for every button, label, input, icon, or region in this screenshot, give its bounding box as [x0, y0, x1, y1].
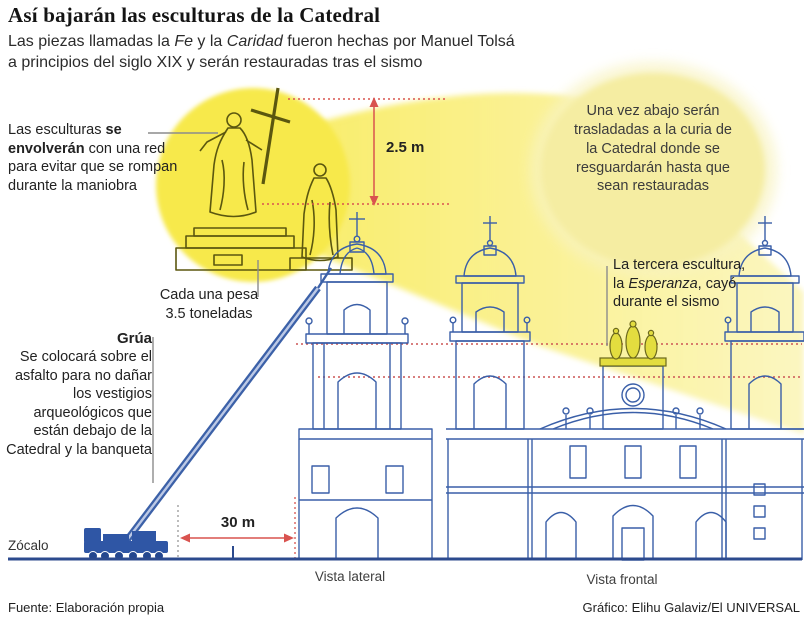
measure-distance-label: 30 m: [220, 514, 256, 531]
subtitle-fe: Fe: [174, 33, 193, 50]
measure-30m: [177, 497, 296, 559]
annotation-esperanza: La tercera escultura, la Esperanza, cayó…: [613, 256, 755, 312]
footer-credit: Gráfico: Elihu Galaviz/El UNIVERSAL: [582, 600, 800, 615]
cathedral-frontal-drawing: [446, 216, 804, 561]
subtitle-part: y la: [192, 33, 227, 50]
annotation-bold: se envolverán: [8, 122, 122, 157]
annotation-text: Las esculturas: [8, 122, 106, 138]
sculpture-level-lines: [296, 343, 802, 378]
subtitle-part: fueron hechas por Manuel Tolsá: [282, 33, 515, 50]
annotation-text: con una red para evitar que se rompan du…: [8, 140, 178, 194]
esperanza-sculptures-highlight: [599, 320, 667, 367]
esperanza-name: Esperanza: [628, 275, 698, 292]
measure-2-5m: [262, 97, 452, 206]
highlight-circle: [156, 88, 350, 282]
crane-body: Se colocará sobre el asfalto para no dañ…: [6, 349, 152, 458]
cathedral-lateral-drawing: [298, 212, 433, 560]
footer-source: Fuente: Elaboración propia: [8, 600, 165, 615]
page-title: Así bajarán las esculturas de la Catedra…: [8, 3, 381, 27]
measure-height-label: 2.5 m: [386, 139, 425, 156]
subtitle-part: Las piezas llamadas la: [8, 33, 175, 50]
subtitle-caridad: Caridad: [226, 33, 283, 50]
subtitle: Las piezas llamadas la Fe y la Caridad f…: [8, 31, 698, 73]
view-frontal-label: Vista frontal: [586, 572, 658, 587]
info-bubble: [541, 73, 765, 267]
ground-label: Zócalo: [8, 538, 49, 553]
sculptures-drawing: [175, 87, 353, 271]
subtitle-line2: a principios del siglo XIX y serán resta…: [8, 54, 423, 72]
annotation-wrap-sculptures: Las esculturas se envolverán con una red…: [8, 121, 180, 195]
crane-label: Grúa: [116, 330, 152, 347]
bubble-annotation: Una vez abajo serán trasladadas a la cur…: [574, 103, 732, 195]
annotation-text: , cayó durante el sismo: [613, 275, 737, 311]
annotation-text: La tercera escultura, la: [613, 257, 746, 292]
annotation-weight: Cada una pesa 3.5 toneladas: [159, 287, 259, 322]
view-lateral-label: Vista lateral: [314, 569, 386, 584]
annotation-crane: Grúa Se colocará sobre el asfalto para n…: [6, 329, 152, 459]
leader-lines: [148, 132, 608, 483]
